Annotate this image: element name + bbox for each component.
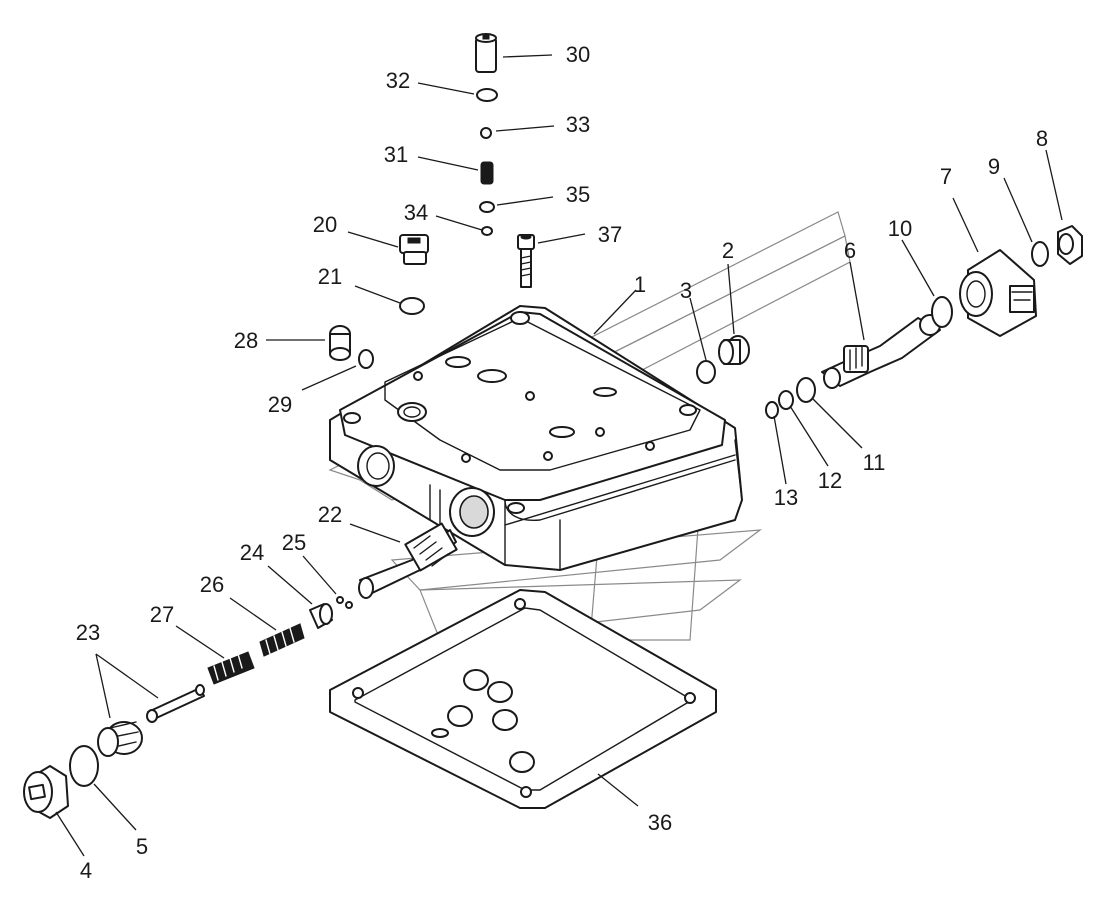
part-22-spool bbox=[358, 522, 458, 599]
part-7-solenoid bbox=[959, 249, 1037, 337]
callout-37: 37 bbox=[598, 222, 622, 247]
callout-24: 24 bbox=[240, 540, 264, 565]
part-8-nut bbox=[1057, 225, 1083, 265]
part-9-ring bbox=[1031, 241, 1049, 267]
callout-3: 3 bbox=[680, 278, 692, 303]
callout-20: 20 bbox=[313, 212, 337, 237]
part-35-oring bbox=[479, 201, 495, 213]
part-27-spring bbox=[207, 651, 255, 685]
callout-35: 35 bbox=[566, 182, 590, 207]
part-4-plug bbox=[23, 765, 69, 819]
callout-4: 4 bbox=[80, 858, 92, 883]
gasket bbox=[329, 589, 717, 809]
callout-26: 26 bbox=[200, 572, 224, 597]
part-24-sleeve bbox=[309, 603, 333, 629]
callout-9: 9 bbox=[988, 154, 1000, 179]
part-3-ring bbox=[696, 360, 716, 384]
callout-11: 11 bbox=[863, 450, 886, 475]
callout-29: 29 bbox=[268, 392, 292, 417]
callout-6: 6 bbox=[844, 238, 856, 263]
callout-21: 21 bbox=[318, 264, 342, 289]
callout-34: 34 bbox=[404, 200, 428, 225]
callout-10: 10 bbox=[888, 216, 912, 241]
part-25-ball-b bbox=[345, 601, 353, 609]
callout-32: 32 bbox=[386, 68, 410, 93]
part-21-ring bbox=[399, 297, 425, 315]
part-10-ring bbox=[931, 296, 953, 328]
leader-lines bbox=[55, 54, 1063, 857]
callout-2: 2 bbox=[722, 238, 734, 263]
part-33-ball bbox=[480, 127, 492, 139]
part-37-bolt bbox=[517, 234, 535, 288]
part-5-ring bbox=[69, 745, 99, 787]
callout-5: 5 bbox=[136, 834, 148, 859]
callout-22: 22 bbox=[318, 502, 342, 527]
callout-labels: 1 2 3 4 5 6 7 8 9 10 11 12 13 20 21 22 2… bbox=[76, 42, 1048, 883]
part-26-spring bbox=[259, 623, 305, 657]
part-28-plug bbox=[329, 325, 351, 361]
part-29-ring bbox=[358, 349, 374, 369]
part-11-ring bbox=[796, 377, 816, 403]
part-25-ball bbox=[336, 596, 344, 604]
part-31-spring bbox=[480, 161, 494, 185]
callout-12: 12 bbox=[818, 468, 842, 493]
part-13-ring bbox=[765, 401, 779, 419]
callout-8: 8 bbox=[1036, 126, 1048, 151]
part-23-valve bbox=[97, 684, 205, 757]
part-12-ring bbox=[778, 390, 794, 410]
callout-30: 30 bbox=[566, 42, 590, 67]
part-20-plug bbox=[399, 234, 429, 265]
callout-27: 27 bbox=[150, 602, 174, 627]
callout-1: 1 bbox=[634, 272, 646, 297]
callout-31: 31 bbox=[384, 142, 408, 167]
part-2-plug bbox=[718, 335, 750, 365]
callout-23: 23 bbox=[76, 620, 100, 645]
callout-36: 36 bbox=[648, 810, 672, 835]
part-30-plug bbox=[475, 33, 497, 73]
callout-33: 33 bbox=[566, 112, 590, 137]
part-32-ring bbox=[476, 88, 498, 102]
part-34-oring bbox=[481, 226, 493, 236]
valve-housing bbox=[329, 305, 743, 571]
callout-28: 28 bbox=[234, 328, 258, 353]
callout-7: 7 bbox=[940, 164, 952, 189]
callout-13: 13 bbox=[774, 485, 798, 510]
callout-25: 25 bbox=[282, 530, 306, 555]
part-6-cartridge bbox=[821, 314, 941, 389]
